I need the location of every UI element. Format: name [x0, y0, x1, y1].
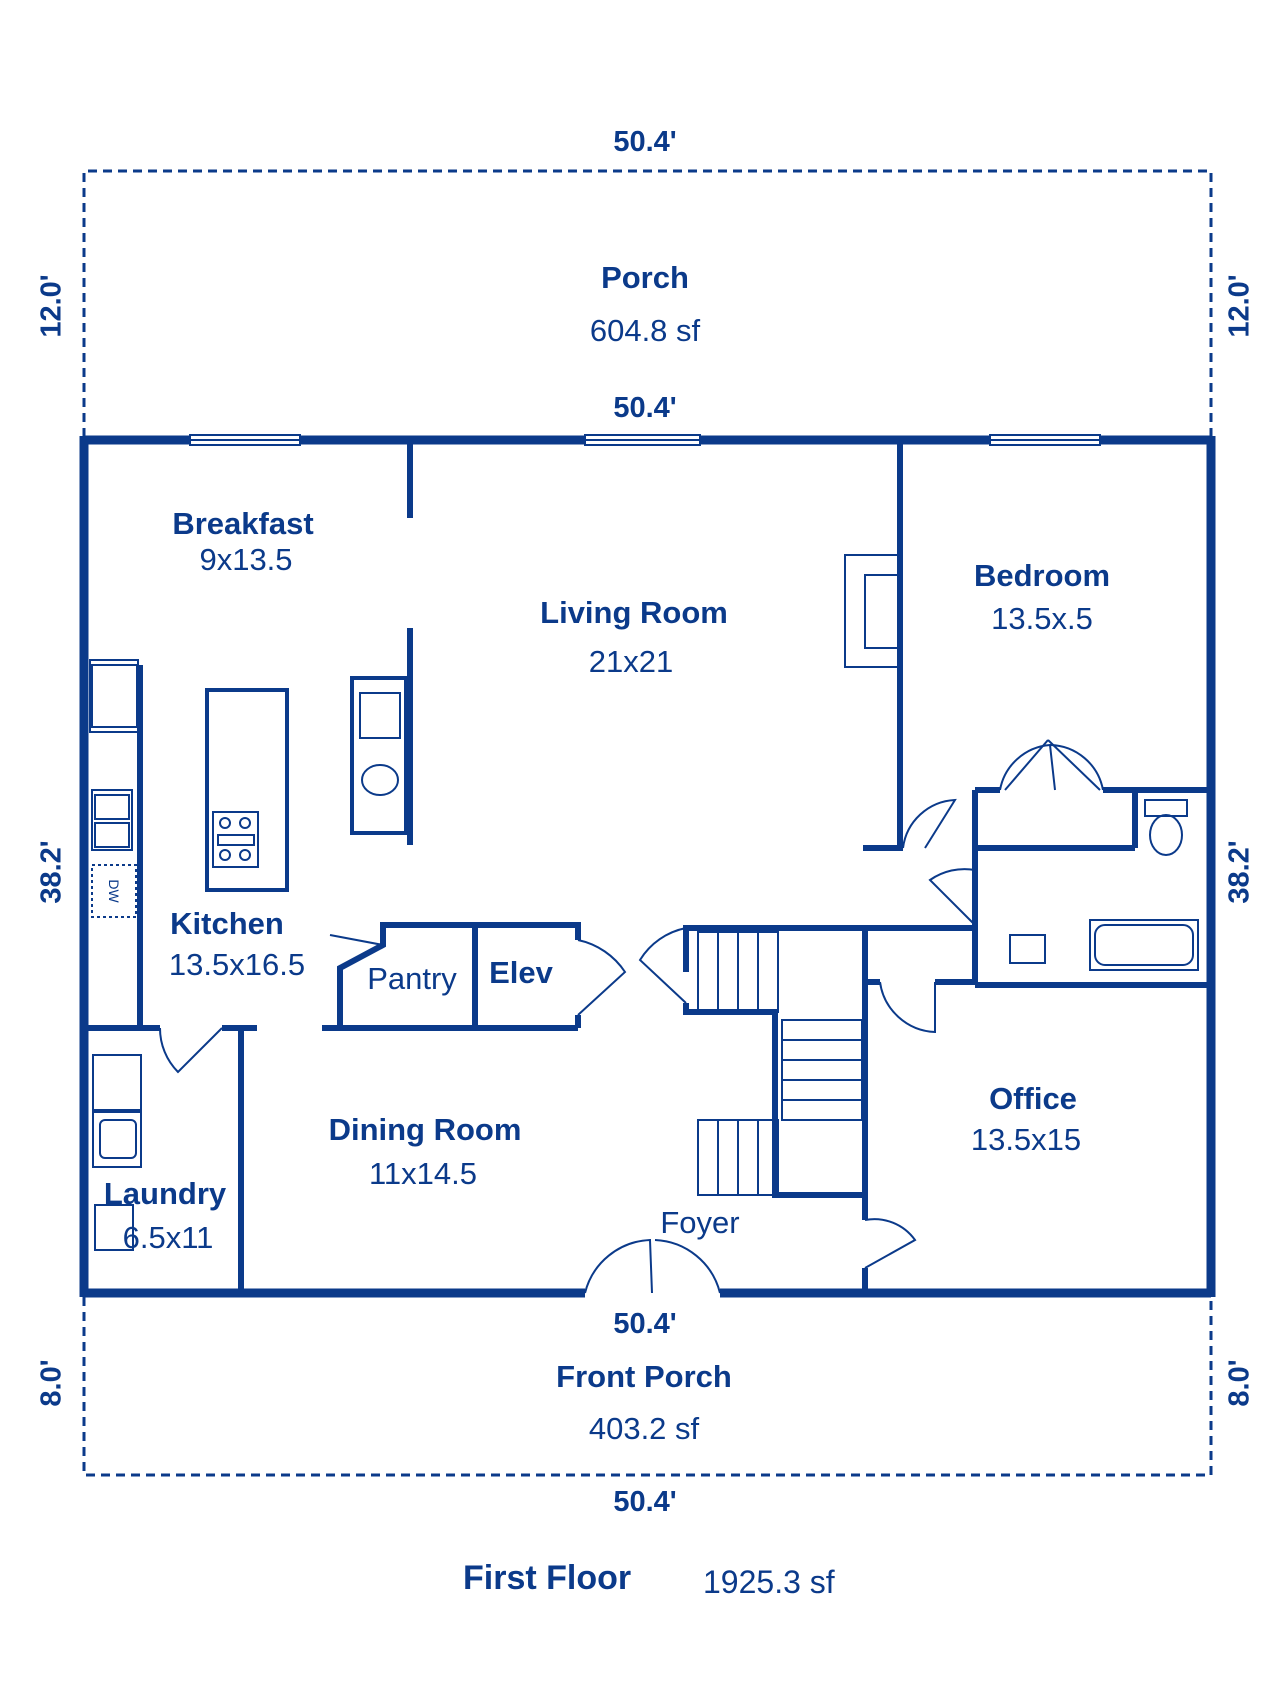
house-depth-right-dimension: 38.2'	[1223, 840, 1256, 904]
fireplace	[844, 554, 901, 668]
interior-walls	[84, 443, 1208, 1290]
front-porch-label: Front Porch	[556, 1359, 732, 1394]
elevator-label: Elev	[489, 955, 553, 990]
laundry-label: Laundry	[103, 1176, 227, 1211]
stairs	[697, 931, 863, 1196]
front-porch-depth-left-dimension: 8.0'	[35, 1359, 68, 1407]
dishwasher-label: DW	[106, 879, 122, 903]
floor-total-area: 1925.3 sf	[703, 1564, 835, 1600]
house-top-width-dimension: 50.4'	[613, 392, 677, 424]
laundry-fixtures	[92, 1054, 142, 1251]
dining-room-size: 11x14.5	[368, 1156, 478, 1191]
porch-outline	[82, 169, 1213, 437]
porch-area: 604.8 sf	[589, 313, 701, 348]
bath-fixtures	[1009, 799, 1199, 971]
bottom-width-dimension: 50.4'	[613, 1486, 677, 1518]
breakfast-label: Breakfast	[172, 506, 314, 541]
kitchen-size: 13.5x16.5	[168, 947, 306, 982]
porch-depth-right-dimension: 12.0'	[1223, 274, 1256, 338]
pantry-label: Pantry	[367, 961, 457, 996]
living-room-label: Living Room	[540, 595, 728, 630]
bedroom-label: Bedroom	[973, 558, 1111, 593]
floor-title: First Floor	[463, 1559, 632, 1597]
door-swings	[158, 739, 1104, 1294]
office-label: Office	[989, 1081, 1077, 1116]
front-porch-area: 403.2 sf	[588, 1411, 700, 1446]
front-porch-outline	[82, 1297, 1213, 1477]
front-porch-depth-right-dimension: 8.0'	[1223, 1359, 1256, 1407]
windows	[189, 434, 1101, 446]
kitchen-label: Kitchen	[170, 906, 284, 941]
bedroom-size: 13.5x.5	[991, 601, 1093, 636]
kitchen-fixtures	[89, 659, 408, 918]
house-depth-left-dimension: 38.2'	[35, 840, 68, 904]
laundry-size: 6.5x11	[122, 1220, 214, 1255]
exterior-walls	[79, 435, 1216, 1298]
porch-label: Porch	[601, 260, 689, 295]
top-width-dimension: 50.4'	[613, 126, 677, 158]
porch-depth-left-dimension: 12.0'	[35, 274, 68, 338]
dining-room-label: Dining Room	[328, 1112, 522, 1147]
office-size: 13.5x15	[970, 1122, 1082, 1157]
foyer-label: Foyer	[660, 1205, 740, 1240]
living-room-size: 21x21	[588, 644, 674, 679]
house-bottom-width-dimension: 50.4'	[613, 1308, 677, 1340]
breakfast-size: 9x13.5	[199, 542, 293, 577]
